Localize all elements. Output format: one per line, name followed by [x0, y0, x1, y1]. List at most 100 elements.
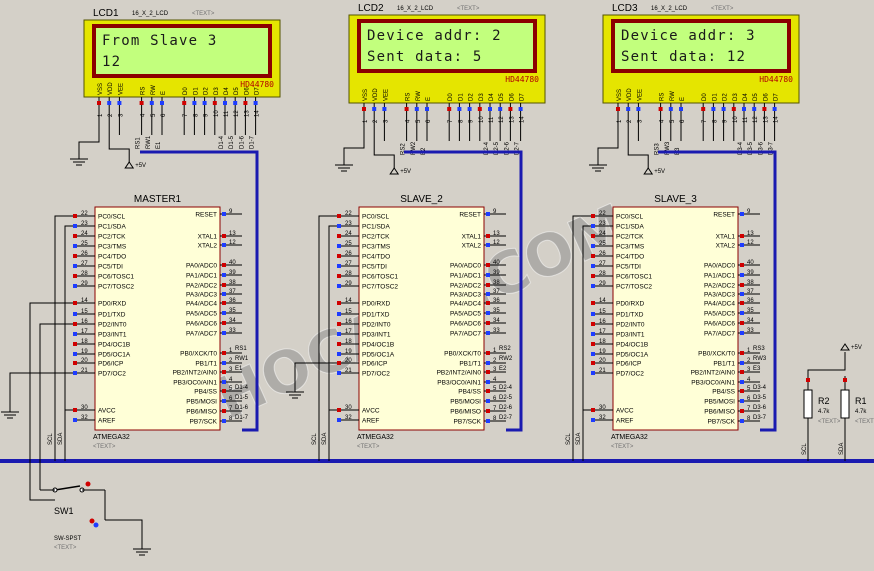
mcu-pin-name: PA7/ADC7 [450, 331, 481, 338]
lcd-pin-number: 11 [224, 110, 230, 117]
lcd-net-label: D2-4 [484, 141, 490, 155]
pin-marker [337, 284, 341, 288]
lcd-brand: HD44780 [240, 80, 274, 89]
pin-marker [591, 352, 595, 356]
mcu-pin-number: 33 [493, 328, 500, 334]
resistor-text-tag: <TEXT> [818, 419, 841, 425]
mcu-pin-name: PB4/SS [712, 389, 735, 396]
lcd-pin-number: 14 [520, 116, 526, 123]
mcu-pin-number: 7 [747, 406, 751, 412]
lcd-pin-name: RW [151, 85, 157, 95]
mcu-pin-name: PD1/TXD [98, 312, 126, 319]
pin-marker [721, 107, 726, 111]
mcu-net-label: D3-5 [753, 395, 767, 401]
sda-wire [328, 225, 337, 461]
switch-marker [89, 518, 95, 524]
mcu-pin-name: PD5/OC1A [616, 352, 649, 359]
mcu-pin-number: 20 [599, 358, 606, 364]
lcd-pin-name: D2 [723, 93, 729, 101]
ground-icon [286, 391, 304, 399]
mcu-pin-name: AVCC [616, 408, 634, 415]
mcu-pin-number: 38 [747, 280, 754, 286]
pin-marker [222, 389, 226, 393]
ground-icon [335, 164, 353, 172]
pin-marker [486, 370, 490, 374]
pin-marker [486, 331, 490, 335]
mcu-pin-name: PC2/TCK [616, 234, 644, 241]
lcd-pin-name: E [426, 97, 432, 101]
pin-marker [591, 301, 595, 305]
mcu-pin-number: 24 [599, 231, 606, 237]
mcu-scl-label: SCL [48, 433, 54, 445]
power-label: +5V [400, 169, 411, 175]
switch-marker [93, 522, 99, 528]
mcu-pin-name: PB6/MISO [186, 409, 217, 416]
pin-marker [486, 399, 490, 403]
pin-marker [636, 107, 641, 111]
pin-marker [222, 301, 226, 305]
mcu-pin-number: 30 [599, 405, 606, 411]
lcd-pin-name: D6 [509, 93, 515, 101]
mcu-pin-name: PA4/ADC4 [704, 301, 735, 308]
lcd-pin-name: RS [141, 87, 147, 95]
mcu-pin-number: 23 [81, 221, 88, 227]
mcu-pin-name: PA7/ADC7 [704, 331, 735, 338]
lcd-pin-name: VDD [373, 88, 379, 101]
mcu-pin-name: PD4/OC1B [98, 342, 130, 349]
pin-marker [486, 292, 490, 296]
mcu-pin-name: PB6/MISO [450, 409, 481, 416]
lcd-ref: LCD2 [358, 3, 384, 14]
mcu-pin-number: 17 [81, 329, 88, 335]
lcd-vcc-wire [373, 141, 395, 168]
mcu-body [612, 206, 739, 431]
lcd-pin-name: D5 [753, 93, 759, 101]
mcu-pin-number: 26 [599, 251, 606, 257]
mcu-net-label: D2-6 [499, 405, 513, 411]
mcu-pin-number: 2 [229, 358, 233, 364]
mcu-pin-name: PD6/ICP [98, 361, 123, 368]
pin-marker [222, 292, 226, 296]
mcu-body [358, 206, 485, 431]
switch-wire [29, 302, 73, 501]
mcu-pin-name: PB3/OC0/AIN1 [437, 380, 481, 387]
pin-marker [222, 380, 226, 384]
mcu-pin-name: PD3/INT1 [362, 332, 391, 339]
pin-marker [740, 243, 744, 247]
mcu-pin-number: 12 [229, 240, 236, 246]
mcu-pin-name: PD3/INT1 [98, 332, 127, 339]
lcd-pin-number: 4 [660, 119, 666, 123]
mcu-pin-number: 33 [747, 328, 754, 334]
mcu-pin-name: PB1/T1 [195, 361, 217, 368]
power-triangle [389, 167, 400, 175]
pin-marker [591, 408, 595, 412]
mcu-ref: SLAVE_3 [654, 194, 697, 205]
mcu-pin-name: PC0/SCL [362, 214, 389, 221]
pin-marker [762, 107, 767, 111]
mcu-pin-name: AVCC [362, 408, 380, 415]
pin-marker [337, 418, 341, 422]
lcd-pin-name: D1 [193, 87, 199, 95]
lcd-line1: Device addr: 2 [367, 28, 502, 44]
mcu-net-label: D1-5 [235, 395, 249, 401]
mcu-pin-number: 34 [747, 318, 754, 324]
pin-marker [740, 273, 744, 277]
pin-marker [740, 419, 744, 423]
lcd-pin-number: 13 [763, 116, 769, 123]
lcd-pin-name: RW [670, 91, 676, 101]
pin-marker [202, 101, 207, 105]
pin-marker [414, 107, 419, 111]
lcd-pin-number: 3 [383, 119, 389, 123]
lcd-pin-number: 5 [416, 119, 422, 123]
lcd-pin-name: D5 [234, 87, 240, 95]
mcu-pin-number: 9 [747, 209, 751, 215]
mcu-pin-name: PD1/TXD [362, 312, 390, 319]
pin-marker [337, 264, 341, 268]
pin-marker [425, 107, 429, 111]
pin-marker [591, 312, 595, 316]
lcd-pin-number: 6 [161, 113, 167, 117]
mcu-part: ATMEGA32 [611, 434, 648, 441]
mcu-pin-number: 21 [599, 368, 606, 374]
lcd-pin-number: 8 [193, 113, 199, 117]
pin-marker [486, 263, 490, 267]
